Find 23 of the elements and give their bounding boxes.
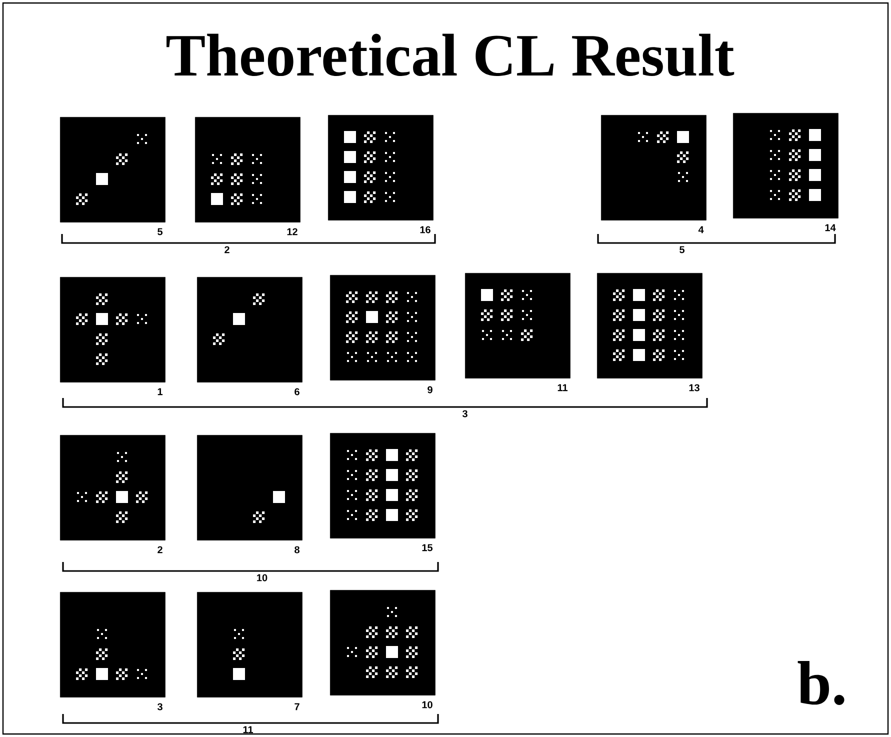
cluster-number: 2: [224, 246, 230, 254]
panel-number: 2: [158, 546, 162, 554]
panel-letter: b.: [798, 661, 844, 705]
panel-number: 10: [422, 701, 432, 708]
panel-number: 14: [825, 224, 836, 232]
panel-number: 8: [294, 546, 300, 554]
panel-number: 4: [698, 226, 704, 234]
panel-number: 11: [558, 384, 568, 392]
panel-number: 13: [689, 384, 700, 392]
title: Theoretical CL Result: [166, 34, 734, 76]
cluster-number: 3: [462, 410, 468, 418]
panel-number: 16: [420, 226, 430, 234]
panel-number: 1: [158, 388, 163, 396]
panel-number: 5: [158, 228, 163, 236]
panel-number: 15: [422, 544, 433, 552]
panel-number: 12: [287, 228, 298, 236]
panel-number: 3: [157, 703, 162, 710]
cluster-number: 11: [243, 726, 254, 734]
panel-number: 6: [294, 388, 300, 396]
panel-number: 9: [428, 386, 432, 394]
panel-number: 7: [294, 703, 300, 710]
cluster-number: 5: [680, 246, 684, 254]
cluster-number: 10: [257, 574, 268, 582]
